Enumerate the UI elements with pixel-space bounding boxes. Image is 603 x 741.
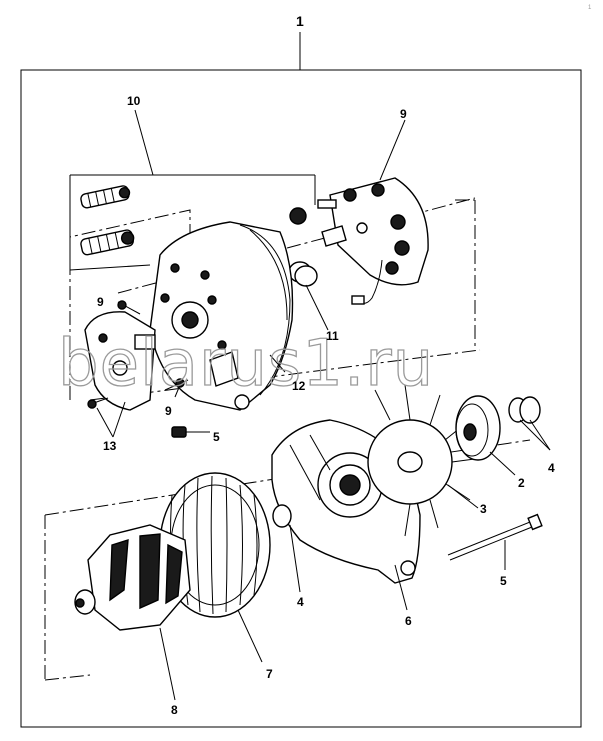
callout-9-mid: 9 (165, 404, 172, 418)
callout-4-right: 4 (548, 461, 555, 475)
callout-6: 6 (405, 614, 412, 628)
callout-9-top: 9 (400, 107, 407, 121)
watermark: belarus1.ru (58, 327, 434, 401)
pulley-nut (508, 396, 551, 451)
callout-10-bracket (69, 109, 316, 271)
cooling-fan (367, 384, 483, 537)
callout-13: 13 (103, 439, 117, 453)
brush-holder (84, 311, 156, 438)
callout-3: 3 (480, 502, 487, 516)
rotor (74, 524, 191, 701)
screws (87, 300, 189, 438)
callout-5-small: 5 (213, 430, 220, 444)
callout-9-left: 9 (97, 295, 104, 309)
brush-springs (80, 185, 135, 256)
callout-8: 8 (171, 703, 178, 717)
callout-2: 2 (518, 476, 525, 490)
callout-4-bottom: 4 (297, 595, 304, 609)
pulley (455, 395, 516, 476)
callout-10: 10 (127, 94, 141, 108)
callout-5-bolt: 5 (500, 574, 507, 588)
assembly-frame (20, 32, 582, 728)
callout-labels: 1 10 9 9 9 11 12 13 5 4 2 3 5 4 6 7 8 1 (97, 5, 592, 717)
callout-7: 7 (266, 667, 273, 681)
rectifier-plate (289, 119, 429, 305)
corner-mark: 1 (588, 5, 592, 11)
leader-lines (174, 384, 210, 433)
callout-1: 1 (296, 13, 304, 29)
callout-11: 11 (326, 329, 339, 343)
through-bolt (447, 513, 543, 570)
callout-12: 12 (292, 379, 306, 393)
rear-housing (149, 221, 294, 411)
bushing-sleeve (288, 261, 329, 331)
